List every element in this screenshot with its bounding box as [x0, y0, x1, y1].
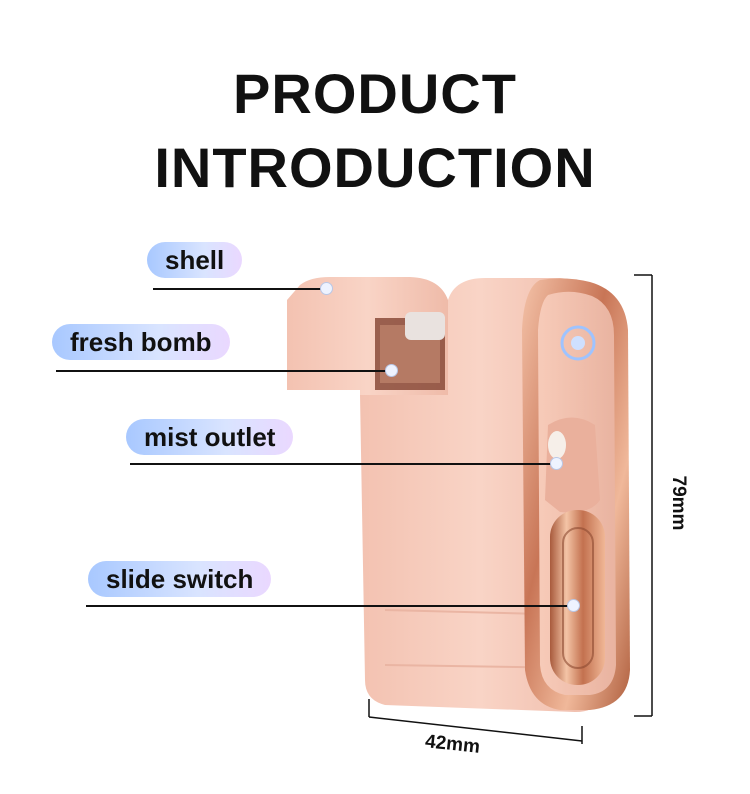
- mist-outlet-hole: [548, 431, 566, 459]
- label-mist-outlet: mist outlet: [126, 419, 294, 455]
- height-dimension-label: 79mm: [668, 475, 689, 531]
- leader-slide-switch: [86, 605, 573, 607]
- width-dimension-line: [368, 699, 583, 744]
- leader-fresh-bomb: [56, 370, 390, 372]
- pointer-dot-shell: [320, 282, 333, 295]
- height-dimension-line: [634, 274, 653, 717]
- leader-mist-outlet: [130, 463, 555, 465]
- label-fresh-bomb: fresh bomb: [52, 324, 230, 360]
- pointer-dot-mist-outlet: [550, 457, 563, 470]
- leader-shell: [153, 288, 325, 290]
- indicator-light: [560, 325, 596, 361]
- label-slide-switch: slide switch: [88, 561, 272, 597]
- slide-switch: [550, 510, 605, 685]
- pointer-dot-fresh-bomb: [385, 364, 398, 377]
- label-shell: shell: [147, 242, 243, 278]
- shell-cap: [287, 277, 448, 395]
- title-line-1: PRODUCT: [233, 62, 517, 125]
- title-line-2: INTRODUCTION: [154, 136, 596, 199]
- pointer-dot-slide-switch: [567, 599, 580, 612]
